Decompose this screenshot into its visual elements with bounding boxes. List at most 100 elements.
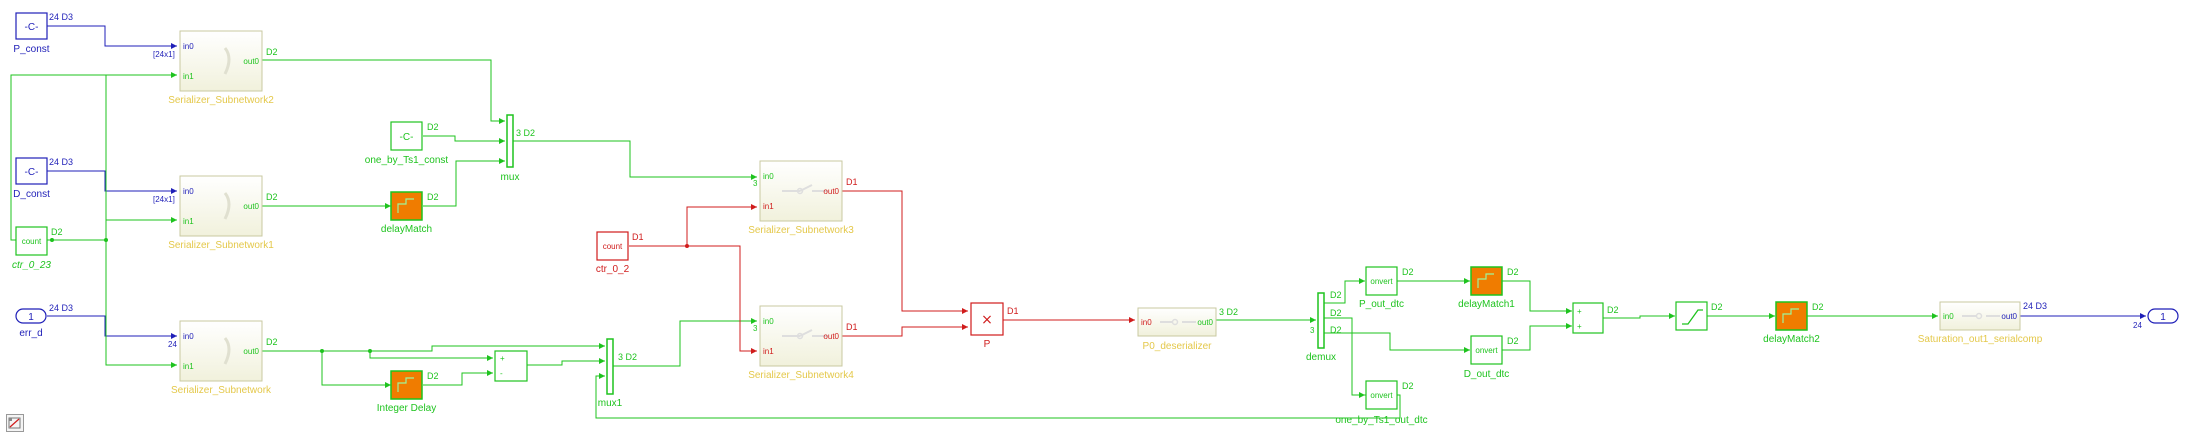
delay-match2-label: delayMatch2: [1763, 334, 1820, 345]
line-demux-b: [1323, 332, 1470, 353]
sum2-signal: D2: [1607, 305, 1619, 315]
ser2-signal: D2: [266, 47, 278, 57]
ser1-in0: in0: [183, 187, 194, 196]
line-ser0-to-intdelay: [321, 351, 391, 388]
deser-label: P0_deserializer: [1143, 341, 1213, 352]
ctr-0-23-signal: D2: [51, 227, 63, 237]
sum1-block[interactable]: + -: [494, 350, 528, 382]
line-demux-a: [1323, 278, 1365, 304]
sum2-plus-sign: +: [1577, 307, 1582, 316]
saturation-signal: D2: [1711, 302, 1723, 312]
line-intdelay-out: [423, 370, 493, 386]
p-const-label: P_const: [13, 44, 49, 55]
serialcomp-in0: in0: [1943, 312, 1954, 321]
delay-match2-block[interactable]: delayMatch2 D2: [1763, 301, 1824, 345]
d-out-dtc-block[interactable]: onvert D_out_dtc D2: [1464, 335, 1519, 380]
ctr-0-23-block[interactable]: count ctr_0_23 D2: [12, 226, 63, 271]
ser1-label: Serializer_Subnetwork1: [168, 240, 274, 251]
ser4-out0: out0: [823, 332, 839, 341]
ser4-label: Serializer_Subnetwork4: [748, 370, 854, 381]
ctr-0-2-signal: D1: [632, 232, 644, 242]
line-d-const: [47, 170, 177, 194]
delay-match-block[interactable]: delayMatch D2: [381, 191, 439, 235]
junction-dot: [685, 244, 689, 248]
serializer-subnetwork1[interactable]: in0 in1 out0 [24x1] D2 Serializer_Subnet…: [153, 175, 278, 251]
p-const-block[interactable]: -C- P_const 24 D3: [13, 12, 73, 55]
serializer-subnetwork[interactable]: in0 in1 out0 24 D2 Serializer_Subnetwork: [168, 320, 278, 396]
d-const-value: -C-: [25, 167, 39, 178]
ctr-0-2-label: ctr_0_2: [596, 264, 630, 275]
junction-dot: [104, 238, 108, 242]
line-p-const: [47, 25, 177, 49]
delay-match2-signal: D2: [1812, 302, 1824, 312]
delay-icon: [1477, 273, 1494, 288]
p0-deserializer[interactable]: in0 out0 3 D2 P0_deserializer: [1137, 307, 1238, 352]
ser4-dim: 3: [753, 324, 758, 333]
ser1-dim: [24x1]: [153, 195, 175, 204]
ts1-out-dtc-signal: D2: [1402, 381, 1414, 391]
delay-match-label: delayMatch: [381, 224, 432, 235]
signal-lines: [10, 25, 2146, 419]
sum2-block[interactable]: + + D2: [1572, 302, 1619, 334]
integer-delay-signal: D2: [427, 371, 439, 381]
serializer-subnetwork4[interactable]: in0 in1 out0 3 D1 Serializer_Subnetwork4: [748, 305, 858, 381]
err-d-inport[interactable]: 1 err_d 24 D3: [15, 303, 73, 339]
ser3-signal: D1: [846, 177, 858, 187]
product-multiply-icon: ×: [981, 312, 993, 328]
p-out-dtc-block[interactable]: onvert P_out_dtc D2: [1359, 266, 1414, 310]
demux-block[interactable]: demux 3 D2 D2 D2: [1306, 290, 1342, 363]
line-delaymatch1-out: [1502, 280, 1572, 314]
serialcomp-signal: 24 D3: [2023, 301, 2047, 311]
delay-match1-signal: D2: [1507, 267, 1519, 277]
line-sum1-out: [527, 358, 605, 366]
line-sum2-out: [1602, 313, 1675, 319]
delay-match1-block[interactable]: delayMatch1 D2: [1458, 266, 1519, 310]
ser0-in1: in1: [183, 362, 194, 371]
ser2-dim: [24x1]: [153, 50, 175, 59]
mux-block[interactable]: mux 3 D2: [501, 114, 535, 183]
saturation-block[interactable]: D2: [1675, 301, 1723, 331]
ts1-out-dtc-value: onvert: [1370, 391, 1393, 400]
deser-out0: out0: [1197, 318, 1213, 327]
delay-match-signal: D2: [427, 192, 439, 202]
line-ser0-to-mux1: [322, 343, 605, 352]
mux1-label: mux1: [598, 398, 623, 409]
err-d-signal: 24 D3: [49, 303, 73, 313]
line-ser2-out: [262, 59, 505, 124]
d-const-block[interactable]: -C- D_const 24 D3: [13, 157, 73, 200]
ser4-in1: in1: [763, 347, 774, 356]
product-block[interactable]: × P D1: [970, 302, 1019, 350]
d-const-label: D_const: [13, 189, 50, 200]
line-ser0-to-sum: [369, 351, 493, 361]
deser-in0: in0: [1141, 318, 1152, 327]
integer-delay-block[interactable]: Integer Delay D2: [377, 370, 439, 414]
serializer-subnetwork3[interactable]: in0 in1 out0 3 D1 Serializer_Subnetwork3: [748, 160, 858, 236]
ser4-signal: D1: [846, 322, 858, 332]
sum1-plus-sign: +: [500, 354, 505, 363]
demux-signal-b: D2: [1330, 325, 1342, 335]
line-delaymatch-out: [423, 158, 505, 207]
ser4-in0: in0: [763, 317, 774, 326]
d-const-signal: 24 D3: [49, 157, 73, 167]
one-by-ts1-out-dtc-block[interactable]: onvert one_by_Ts1_out_dtc D2: [1335, 380, 1428, 426]
serializer-subnetwork2[interactable]: in0 in1 out0 [24x1] D2 Serializer_Subnet…: [153, 30, 278, 106]
product-label: P: [984, 339, 991, 350]
outport-number: 1: [2160, 312, 2166, 323]
model-browser-icon[interactable]: [6, 414, 24, 432]
ctr-0-23-value: count: [22, 237, 42, 246]
mux1-block[interactable]: mux1 3 D2: [598, 338, 637, 409]
sum2-plus-sign-2: +: [1577, 322, 1582, 331]
junction-dot: [368, 349, 372, 353]
one-by-ts1-const-block[interactable]: -C- one_by_Ts1_const D2: [365, 121, 449, 166]
ser3-dim: 3: [753, 179, 758, 188]
outport-block[interactable]: 1 24: [2133, 308, 2179, 330]
deser-signal: 3 D2: [1219, 307, 1238, 317]
outport-dim: 24: [2133, 321, 2142, 330]
ctr-0-2-block[interactable]: count ctr_0_2 D1: [596, 231, 644, 275]
line-ser3-out: [842, 190, 968, 314]
saturation-out1-serialcomp[interactable]: in0 out0 24 D3 Saturation_out1_serialcom…: [1918, 301, 2047, 345]
ser0-out0: out0: [243, 347, 259, 356]
delay-icon: [1782, 308, 1799, 323]
demux-signal-a: D2: [1330, 290, 1342, 300]
serialcomp-label: Saturation_out1_serialcomp: [1918, 334, 2043, 345]
